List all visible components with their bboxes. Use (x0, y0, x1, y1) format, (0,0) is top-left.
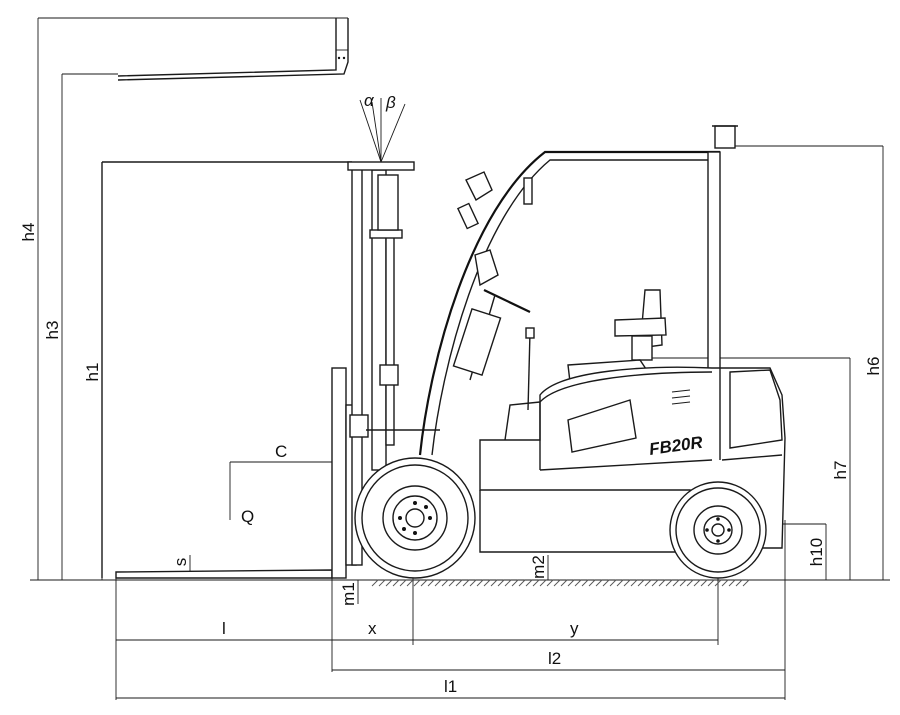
ground-hatch-mark (644, 579, 652, 587)
ground-hatch-mark (553, 579, 561, 587)
ground-hatch-mark (700, 579, 708, 587)
ground-hatch-mark (371, 579, 379, 587)
ground-hatch-mark (427, 579, 435, 587)
ground-hatch-mark (532, 579, 540, 587)
ground-hatch-mark (721, 579, 729, 587)
ground-hatch-mark (560, 579, 568, 587)
raised-fork (117, 18, 349, 81)
label-h6: h6 (864, 357, 883, 376)
ground-hatch-mark (434, 579, 442, 587)
dimension-labels: h4 h3 h1 h6 h7 h10 m1 m2 s C Q l x y l2 … (19, 91, 883, 696)
ground-hatch-mark (735, 579, 743, 587)
ground-hatch-mark (441, 579, 449, 587)
label-y: y (570, 619, 579, 638)
label-l1: l1 (444, 677, 457, 696)
ground-hatch-mark (742, 579, 750, 587)
ground-hatch-mark (455, 579, 463, 587)
label-alpha: α (364, 91, 375, 110)
label-m1: m1 (339, 582, 358, 606)
ground-hatch-mark (574, 579, 582, 587)
ground-hatch-mark (399, 579, 407, 587)
label-m2: m2 (529, 555, 548, 579)
ground-hatch-mark (672, 579, 680, 587)
ground-hatch-mark (385, 579, 393, 587)
ground-hatch-mark (581, 579, 589, 587)
ground-hatch-mark (616, 579, 624, 587)
ground-hatch-mark (483, 579, 491, 587)
ground-hatch-mark (413, 579, 421, 587)
ground-hatch-mark (511, 579, 519, 587)
ground-hatch-mark (392, 579, 400, 587)
ground-hatch-mark (630, 579, 638, 587)
rear-wheel (669, 481, 767, 579)
ground-hatch-mark (462, 579, 470, 587)
ground-hatch-mark (406, 579, 414, 587)
ground-hatch-mark (707, 579, 715, 587)
label-l: l (222, 619, 226, 638)
label-Q: Q (241, 507, 254, 526)
ground-hatch-mark (539, 579, 547, 587)
ground-hatch-mark (448, 579, 456, 587)
ground-hatch-mark (602, 579, 610, 587)
label-h10: h10 (807, 538, 826, 566)
ground-hatch-mark (714, 579, 722, 587)
ground-hatch-mark (686, 579, 694, 587)
label-h1: h1 (83, 363, 102, 382)
ground-hatch-mark (588, 579, 596, 587)
label-s: s (171, 558, 190, 567)
ground-hatch-mark (476, 579, 484, 587)
ground-hatch-mark (490, 579, 498, 587)
mast (347, 161, 440, 566)
ground-hatch-mark (546, 579, 554, 587)
ground-hatch-mark (623, 579, 631, 587)
ground-hatch-mark (525, 579, 533, 587)
ground-hatch-mark (728, 579, 736, 587)
ground-hatch-mark (595, 579, 603, 587)
ground-hatch-mark (497, 579, 505, 587)
load-block (101, 161, 352, 578)
ground-hatch-mark (609, 579, 617, 587)
ground-hatch-mark (665, 579, 673, 587)
ground-hatch-mark (658, 579, 666, 587)
label-h4: h4 (19, 223, 38, 242)
label-beta: β (385, 93, 396, 112)
label-h7: h7 (831, 461, 850, 480)
front-wheel (354, 457, 476, 579)
ground-hatch-mark (504, 579, 512, 587)
lower-fork (115, 367, 357, 579)
ground-hatch-mark (679, 579, 687, 587)
ground-hatch-mark (693, 579, 701, 587)
ground-hatch-mark (567, 579, 575, 587)
ground-hatch-mark (637, 579, 645, 587)
ground-hatch-mark (469, 579, 477, 587)
label-x: x (368, 619, 377, 638)
ground-hatch-mark (518, 579, 526, 587)
label-h3: h3 (43, 321, 62, 340)
ground-hatch-mark (420, 579, 428, 587)
ground-hatch (371, 579, 750, 587)
ground-hatch-mark (378, 579, 386, 587)
label-C: C (275, 442, 287, 461)
ground-hatch-mark (651, 579, 659, 587)
label-l2: l2 (548, 649, 561, 668)
steering-column (452, 249, 541, 441)
